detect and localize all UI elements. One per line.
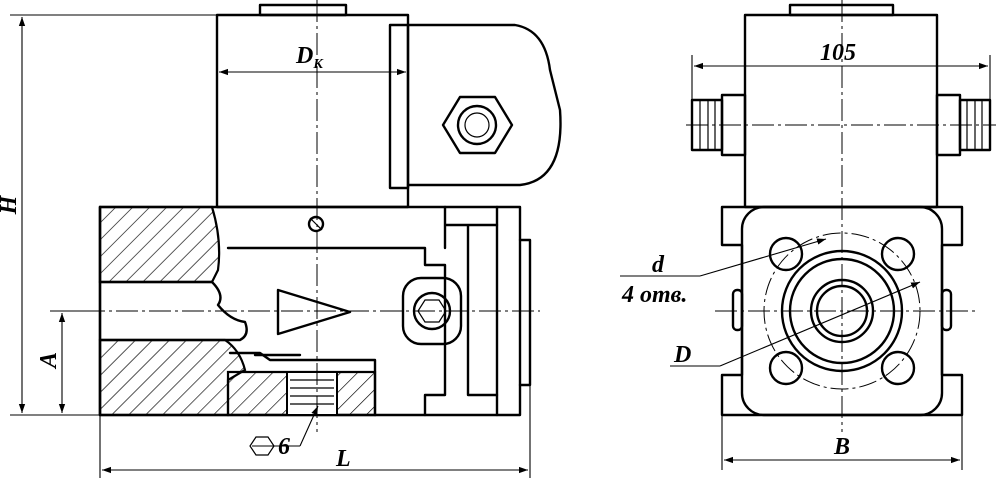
hole-diameter-label: d	[652, 252, 665, 278]
side-view-dimensions: H DК A L 6	[0, 14, 531, 478]
inlet-bore	[98, 280, 248, 342]
hole-top-left	[768, 236, 804, 272]
body-section-bottom	[98, 338, 247, 417]
hole-bottom-right	[880, 350, 916, 386]
hex-key-label: 6	[278, 434, 290, 460]
coil-cap	[258, 3, 348, 17]
bolt-circle-label: D	[673, 342, 691, 368]
width-top-label: 105	[820, 40, 856, 66]
side-view	[50, 0, 562, 432]
body-section-top	[98, 205, 221, 284]
hole-count-label: 4 отв.	[621, 282, 687, 308]
height-label: H	[0, 194, 22, 215]
base-width-label: B	[833, 434, 850, 460]
top-screw	[307, 215, 325, 233]
connector-plate	[388, 23, 410, 190]
front-view-dimensions: 105 d 4 отв. D B	[620, 40, 991, 470]
connector-box	[406, 23, 562, 187]
hexagon-icon	[249, 436, 275, 456]
coil-diameter-label: DК	[295, 43, 324, 72]
plug	[286, 371, 338, 416]
bore-offset-label: A	[36, 352, 62, 370]
internal-channel	[226, 246, 447, 417]
cable-gland	[441, 95, 514, 155]
hole-bottom-left	[768, 350, 804, 386]
length-label: L	[335, 446, 351, 472]
flow-arrow-symbol	[276, 288, 352, 336]
hole-top-right	[880, 236, 916, 272]
